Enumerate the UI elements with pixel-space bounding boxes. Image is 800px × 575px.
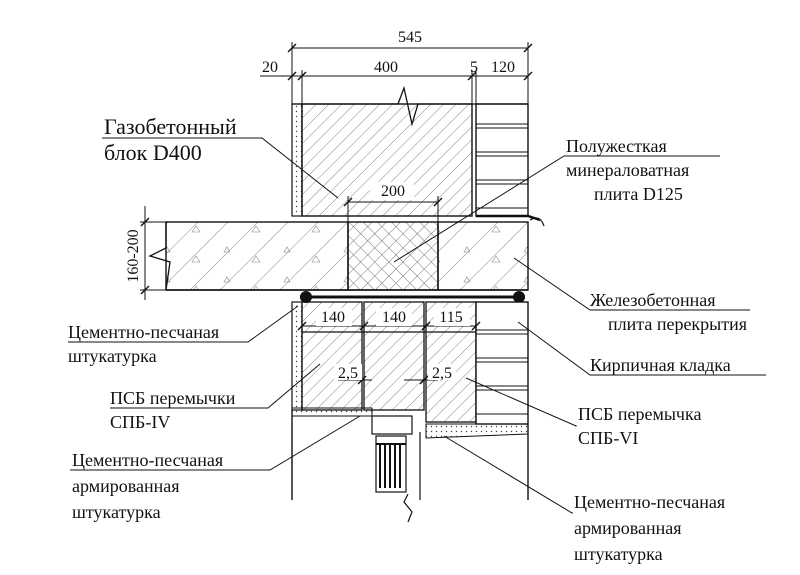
label-reinforced-plaster-left-2: армированная xyxy=(72,476,180,496)
rc-slab-right xyxy=(437,221,529,291)
label-reinforced-plaster-left-3: штукатурка xyxy=(72,502,161,522)
dim-gap-left: 2,5 xyxy=(338,365,358,382)
dim-plaster: 20 xyxy=(262,59,278,76)
leader-lines xyxy=(68,137,766,514)
dim-gap: 5 xyxy=(470,59,478,76)
dim-insulation-width: 200 xyxy=(381,183,405,200)
label-psb-lintel-1: ПСБ перемычка xyxy=(578,404,701,424)
label-reinforced-plaster-right-2: армированная xyxy=(574,518,682,538)
top-break-line xyxy=(292,85,528,127)
dim-gap-right: 2,5 xyxy=(432,365,452,382)
reinforced-plaster-under-lintels xyxy=(291,407,373,417)
upper-plaster xyxy=(291,103,303,217)
label-gas-block-2: блок D400 xyxy=(104,140,202,165)
reinforced-plaster-sloped xyxy=(425,423,529,439)
lintel-dimensions: 140 140 115 2,5 2,5 xyxy=(297,308,481,385)
label-mineral-slab-2: минераловатная xyxy=(566,160,689,180)
slab-height-dimension: 160-200 xyxy=(125,206,166,300)
lower-brickwork xyxy=(475,301,529,425)
rc-slab-left xyxy=(165,221,349,291)
upper-brickwork xyxy=(475,103,529,217)
lower-wall xyxy=(291,301,529,523)
label-reinforced-plaster-right-3: штукатурка xyxy=(574,544,663,564)
upper-wall xyxy=(291,85,529,217)
label-brickwork: Кирпичная кладка xyxy=(590,355,731,375)
waterproofing-strip xyxy=(476,214,541,222)
label-psb-lintels-1: ПСБ перемычки xyxy=(110,388,236,408)
label-psb-lintel-2: СПБ-VI xyxy=(578,428,638,448)
label-rc-slab-2: плита перекрытия xyxy=(608,314,747,334)
label-psb-lintels-2: СПБ-IV xyxy=(110,412,170,432)
dim-block: 400 xyxy=(374,59,398,76)
lower-plaster xyxy=(291,301,303,411)
dim-slab-height: 160-200 xyxy=(125,229,142,282)
label-gas-block-1: Газобетонный xyxy=(104,114,237,139)
label-rc-slab-1: Железобетонная xyxy=(590,290,715,310)
top-dimensions: 545 20 400 5 120 xyxy=(260,29,533,110)
label-mineral-slab-1: Полужесткая xyxy=(566,136,667,156)
window-frame xyxy=(371,415,413,493)
bottom-break-line xyxy=(403,493,413,523)
dim-total: 545 xyxy=(398,29,422,46)
dim-lintel-b: 140 xyxy=(382,309,406,326)
dim-lintel-a: 140 xyxy=(321,309,345,326)
dim-lintel-c: 115 xyxy=(439,309,462,326)
insulation-dimension: 200 xyxy=(343,182,443,222)
label-reinforced-plaster-left-1: Цементно-песчаная xyxy=(72,450,223,470)
label-reinforced-plaster-right-1: Цементно-песчаная xyxy=(574,492,725,512)
label-cement-plaster-2: штукатурка xyxy=(68,346,157,366)
floor-slab xyxy=(148,214,545,303)
dim-brick: 120 xyxy=(491,59,515,76)
callouts: Газобетонный блок D400 Полужесткая минер… xyxy=(68,114,747,564)
slab-break-line xyxy=(148,222,171,291)
mineral-wool-insert xyxy=(347,221,439,291)
label-mineral-slab-3: плита D125 xyxy=(594,184,683,204)
label-cement-plaster-1: Цементно-песчаная xyxy=(68,322,219,342)
